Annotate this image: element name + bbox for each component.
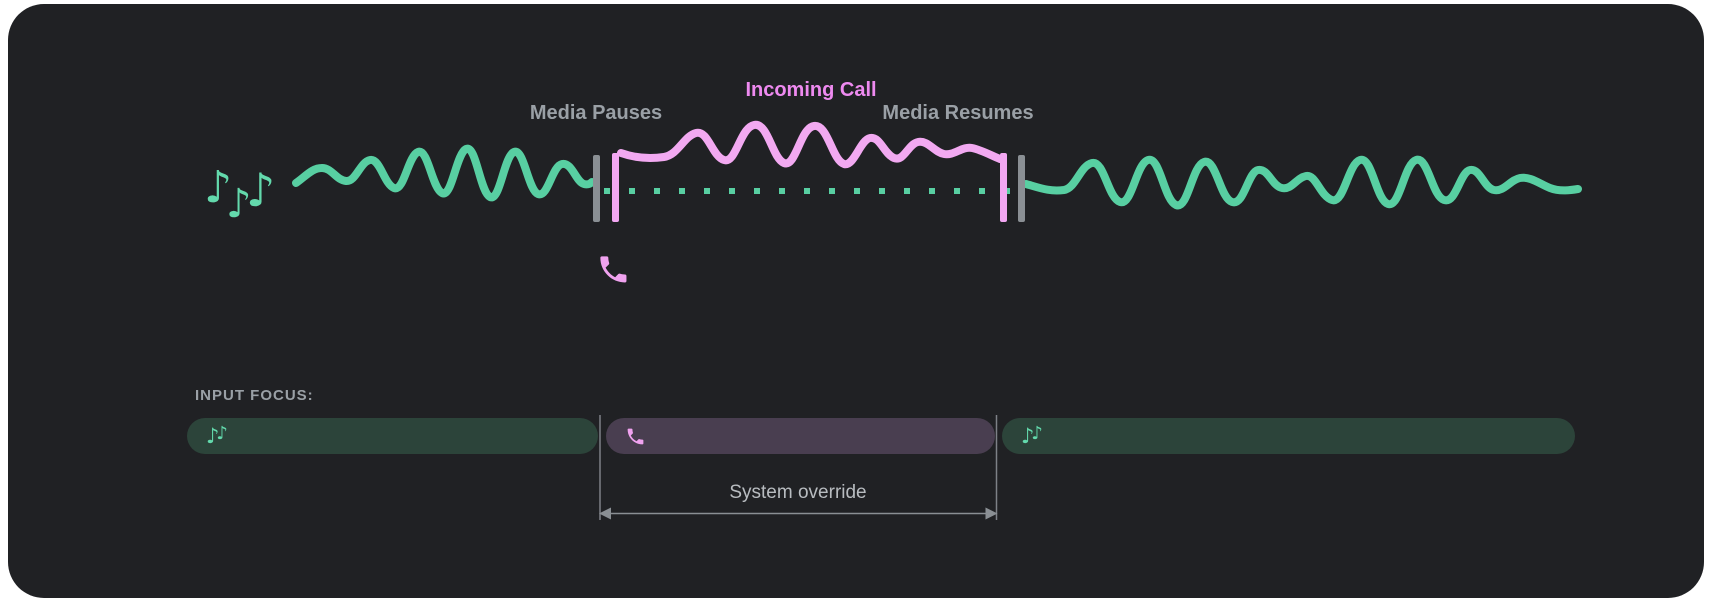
music-notes-icon: ♪♪ [206, 422, 228, 448]
incoming-call-label: Incoming Call [745, 79, 877, 101]
diagram-card [8, 4, 1704, 598]
focus-bar-media-1: ♪♪ [187, 418, 598, 454]
focus-bar-media-2: ♪♪ [1002, 418, 1575, 454]
media-resumes-label: Media Resumes [882, 102, 1034, 124]
media-pauses-label: Media Pauses [529, 102, 663, 124]
phone-icon [627, 428, 644, 444]
focus-bar-call [606, 418, 995, 454]
input-focus-heading: INPUT FOCUS: [195, 387, 314, 404]
music-notes-icon: ♪♪ [1021, 422, 1043, 448]
system-override-label: System override [729, 482, 867, 503]
